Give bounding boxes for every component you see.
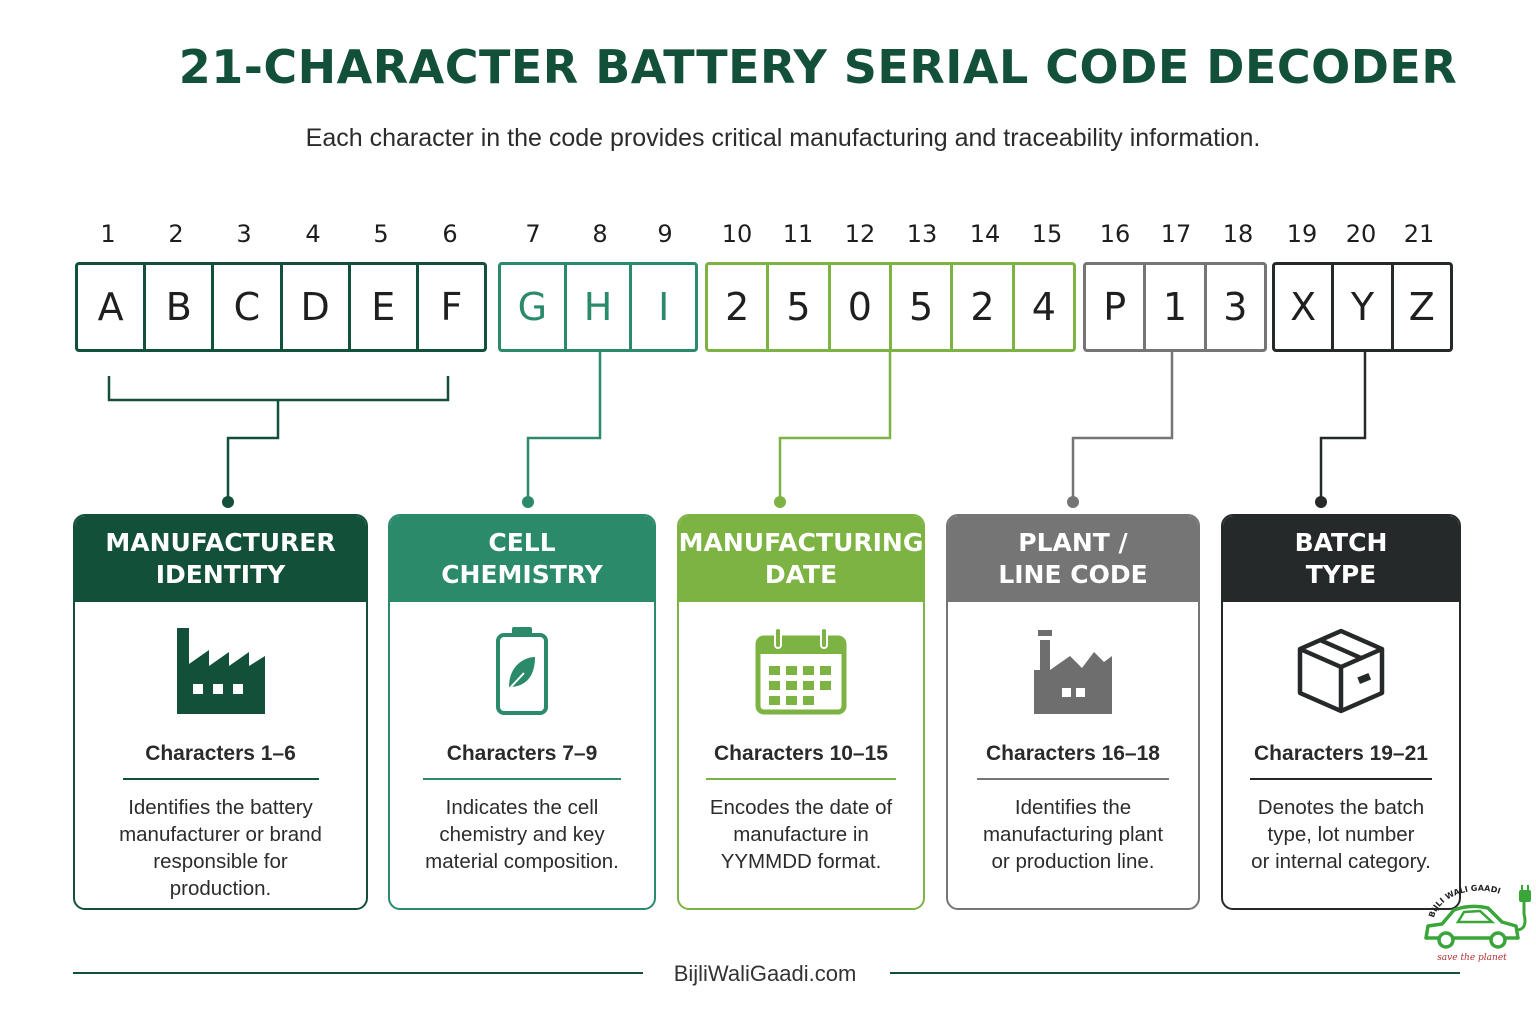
serial-character: 2 (708, 265, 770, 349)
serial-character: E (351, 265, 419, 349)
serial-character: 5 (892, 265, 954, 349)
brand-logo: BIJLI WALI GAADI save the planet (1420, 880, 1536, 964)
card-description: Identifies the manufacturing plant or pr… (982, 796, 1164, 873)
card-description: Identifies the battery manufacturer or b… (119, 796, 322, 900)
footer-website: BijliWaliGaadi.com (673, 961, 857, 986)
position-number: 16 (1099, 220, 1131, 248)
box-icon (1223, 606, 1459, 736)
connector-dot-manufacturer (222, 496, 234, 508)
serial-character: 0 (831, 265, 892, 349)
factory-icon (75, 606, 366, 736)
serial-character: 2 (953, 265, 1015, 349)
plant-icon (948, 606, 1198, 736)
serial-character: F (440, 285, 463, 329)
connector-chemistry (526, 352, 602, 500)
card-divider (122, 778, 319, 780)
position-number: 4 (305, 220, 321, 248)
card-divider (977, 778, 1169, 780)
connector-batch (1319, 352, 1367, 500)
serial-character: P (1086, 265, 1147, 349)
connector-dot-chemistry (522, 496, 534, 508)
serial-character: Z (1408, 285, 1435, 329)
position-number: 2 (168, 220, 184, 248)
connector-dot-date (774, 496, 786, 508)
serial-character: C (214, 265, 283, 349)
card-range: Characters 7–9 (446, 742, 598, 765)
calendar-icon (679, 606, 923, 736)
card-description: Indicates the cell chemistry and key mat… (425, 796, 619, 873)
position-number: 21 (1403, 220, 1435, 248)
svg-text:save the planet: save the planet (1437, 953, 1507, 963)
position-number: 5 (373, 220, 389, 248)
serial-character: Y (1334, 265, 1394, 349)
connector-date (778, 352, 892, 500)
position-number: 17 (1160, 220, 1192, 248)
card-range: Characters 16–18 (986, 742, 1160, 765)
position-number: 12 (844, 220, 876, 248)
position-number: 10 (721, 220, 753, 248)
serial-character: 5 (769, 265, 831, 349)
position-number: 18 (1222, 220, 1254, 248)
connector-dot-batch (1315, 496, 1327, 508)
footer-rule-right (890, 972, 1460, 974)
position-number: 1 (100, 220, 116, 248)
position-number: 20 (1345, 220, 1377, 248)
serial-character: D (283, 265, 351, 349)
battery-leaf-icon (390, 606, 654, 736)
position-number: 6 (442, 220, 458, 248)
position-number: 7 (525, 220, 541, 248)
page-subtitle: Each character in the code provides crit… (305, 124, 1261, 152)
position-number: 13 (906, 220, 938, 248)
position-number: 3 (236, 220, 252, 248)
page-title: 21-CHARACTER BATTERY SERIAL CODE DECODER (178, 40, 1458, 94)
connector-manufacturer (107, 376, 450, 500)
card-range: Characters 1–6 (145, 742, 296, 765)
card-divider (1250, 778, 1432, 780)
serial-character: X (1275, 265, 1335, 349)
position-number: 19 (1286, 220, 1318, 248)
connector-dot-plant (1067, 496, 1079, 508)
card-range: Characters 19–21 (1254, 742, 1428, 765)
serial-character: A (78, 265, 147, 349)
position-number: 9 (657, 220, 673, 248)
card-description: Encodes the date of manufacture in YYMMD… (709, 796, 893, 873)
connector-plant (1071, 352, 1174, 500)
card-divider (706, 778, 896, 780)
card-title: PLANT /LINE CODE (948, 516, 1198, 602)
position-number: 8 (592, 220, 608, 248)
position-number: 11 (782, 220, 814, 248)
card-description: Denotes the batch type, lot number or in… (1251, 796, 1431, 873)
serial-character: G (501, 265, 567, 349)
serial-character: 1 (1146, 265, 1207, 349)
position-number: 14 (969, 220, 1001, 248)
card-range: Characters 10–15 (714, 742, 888, 765)
position-number: 15 (1031, 220, 1063, 248)
card-divider (423, 778, 621, 780)
footer-rule-left (73, 972, 643, 974)
serial-character: I (658, 285, 670, 329)
serial-character: 3 (1223, 285, 1248, 329)
card-plant-line-code: PLANT /LINE CODE Characters 16–18 Identi… (946, 514, 1200, 910)
serial-character: H (567, 265, 633, 349)
serial-character: B (146, 265, 215, 349)
serial-character: 4 (1031, 285, 1056, 329)
